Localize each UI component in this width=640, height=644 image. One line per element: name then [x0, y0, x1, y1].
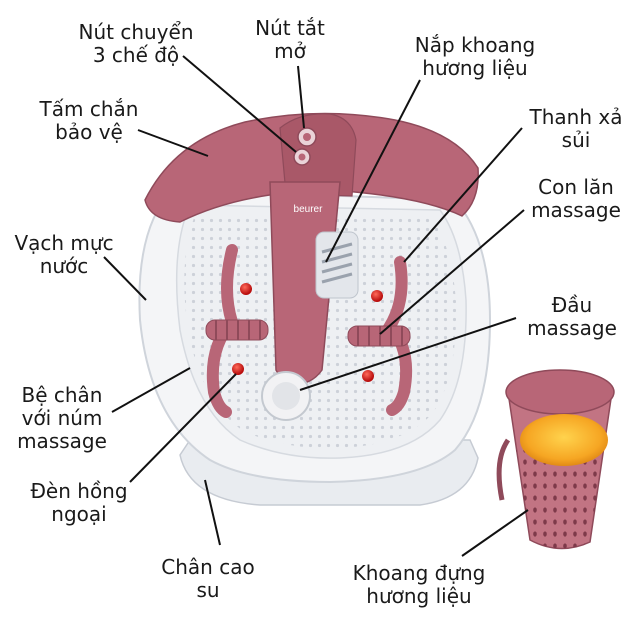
- leader-water-line: [103, 256, 147, 301]
- aroma-compartment: [496, 369, 615, 550]
- label-bubble-bar: Thanh xả sủi: [529, 105, 623, 152]
- label-rubber-feet: Chân cao su: [161, 555, 255, 602]
- leader-bubble-bar: [403, 127, 523, 263]
- leader-aroma-lid: [325, 79, 421, 263]
- leader-aroma-compartment: [461, 509, 529, 557]
- label-mode-button: Nút chuyển 3 chế độ: [78, 20, 194, 67]
- aroma-cup-holes: [516, 450, 604, 549]
- aroma-cup-rim: [505, 369, 615, 415]
- label-splash-guard: Tấm chắn bảo vệ: [39, 97, 139, 144]
- mode-button-center: [298, 153, 306, 161]
- massage-roller-right: [347, 325, 411, 347]
- leader-foot-rest: [111, 367, 191, 413]
- bubble-bar-left: [206, 244, 239, 418]
- label-massage-roller: Con lăn massage: [531, 175, 621, 222]
- aroma-salt: [520, 414, 608, 466]
- label-infrared-light: Đèn hồng ngoại: [30, 479, 128, 526]
- leader-rubber-feet: [204, 479, 221, 546]
- foot-spa-tub: beurer: [138, 112, 492, 506]
- leader-mode-button: [182, 55, 297, 153]
- massage-head-center: [272, 382, 300, 410]
- bubble-bar-right: [382, 256, 413, 416]
- leader-infrared-light: [129, 373, 237, 483]
- label-power-button: Nút tắt mở: [255, 16, 325, 63]
- infrared-light: [232, 363, 244, 375]
- leader-splash-guard: [137, 129, 209, 157]
- infrared-light: [371, 290, 383, 302]
- power-button-center: [303, 133, 311, 141]
- label-aroma-compartment: Khoang đựng hương liệu: [352, 561, 486, 608]
- leader-massage-roller: [379, 209, 525, 335]
- aroma-cup-handle: [496, 438, 511, 501]
- label-massage-head: Đầu massage: [527, 293, 617, 340]
- label-water-line: Vạch mực nước: [14, 231, 114, 278]
- infrared-light: [240, 283, 252, 295]
- leader-lines: [103, 55, 529, 557]
- label-foot-rest: Bệ chân với núm massage: [17, 383, 107, 453]
- leader-power-button: [297, 65, 305, 129]
- aroma-lid-grill: [315, 231, 359, 299]
- infrared-light: [362, 370, 374, 382]
- label-aroma-lid: Nắp khoang hương liệu: [414, 33, 536, 80]
- leader-massage-head: [299, 317, 517, 391]
- brand-logo: beurer: [294, 204, 324, 215]
- massage-roller-left: [205, 319, 269, 341]
